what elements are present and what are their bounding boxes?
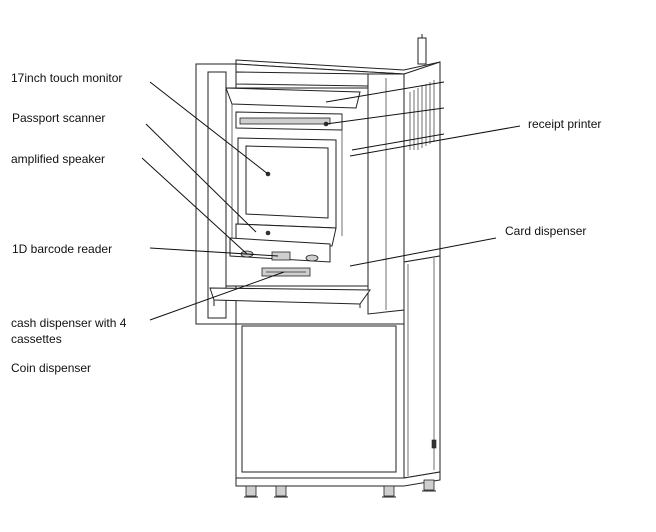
leader-right	[351, 133, 445, 151]
leader-card	[349, 237, 497, 267]
label-barcode: 1D barcode reader	[12, 242, 113, 256]
leader-lines	[141, 81, 521, 321]
antenna	[417, 34, 427, 65]
right-side-panel	[403, 61, 441, 263]
touch-monitor	[237, 137, 337, 229]
label-card: Card dispenser	[505, 224, 587, 238]
label-receipt: receipt printer	[528, 117, 602, 131]
leader-printer2	[325, 107, 445, 125]
cash-dispenser-slot	[261, 267, 311, 277]
lower-cabinet	[235, 255, 441, 487]
label-coin: Coin dispenser	[11, 361, 92, 375]
label-cash: cash dispenser with 4 cassettes	[11, 316, 127, 346]
control-shelf	[229, 223, 337, 263]
leader-cash	[149, 271, 285, 321]
label-passport: Passport scanner	[12, 111, 106, 125]
leader-speaker	[141, 157, 248, 255]
leader-top	[325, 81, 445, 103]
leader-barcode	[149, 247, 279, 257]
leader-receipt	[349, 125, 521, 157]
front-shelf	[209, 287, 371, 308]
leader-passport	[145, 123, 257, 233]
feet	[244, 479, 436, 498]
label-monitor: 17inch touch monitor	[11, 71, 123, 85]
label-speaker: amplified speaker	[11, 152, 106, 166]
leader-monitor	[149, 81, 269, 175]
